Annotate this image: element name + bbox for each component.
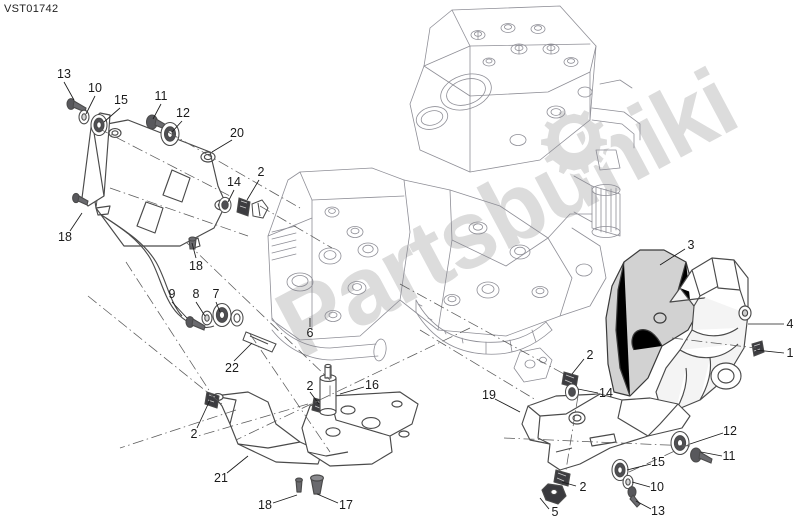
engine-assembly [267,5,641,383]
leader-line-8 [195,301,206,317]
leader-line-9 [171,301,188,319]
leader-line-5 [539,497,550,510]
callout-number-20[interactable]: 20 [230,126,244,140]
callout-number-4[interactable]: 4 [786,317,794,331]
callout-number-18[interactable]: 18 [258,498,272,512]
callout-number-6[interactable]: 6 [306,326,314,340]
callout-number-11[interactable]: 11 [154,89,168,103]
callout-number-1[interactable]: 1 [786,346,794,360]
callout-number-14[interactable]: 14 [599,386,613,400]
callout-number-10[interactable]: 10 [88,81,102,95]
callout-number-2[interactable]: 2 [257,165,265,179]
leader-line-14 [227,189,235,203]
leader-line-20 [211,139,233,153]
leader-line-18 [69,212,83,232]
leader-line-10 [631,481,651,488]
leader-line-15 [626,463,652,471]
leader-line-10 [85,95,96,115]
callout-number-2[interactable]: 2 [190,427,198,441]
leader-line-22 [233,342,253,362]
leader-line-18 [272,494,298,504]
callout-number-7[interactable]: 7 [212,287,220,301]
callout-number-15[interactable]: 15 [651,455,665,469]
callout-number-3[interactable]: 3 [687,238,695,252]
leader-line-7 [215,301,221,313]
gear-icon [539,107,609,177]
leader-line-21 [226,455,249,474]
leader-line-13 [63,81,75,101]
callout-number-11[interactable]: 11 [722,449,736,463]
leader-line-12 [171,120,183,133]
callout-number-2[interactable]: 2 [306,379,314,393]
clip-and-grommet-right [561,371,579,401]
leader-line-19 [494,398,521,413]
leader-line-16 [339,386,365,395]
fastener-group-mid-left [185,302,277,353]
callout-number-17[interactable]: 17 [339,498,353,512]
callout-number-9[interactable]: 9 [168,287,176,301]
lower-left-cover [204,391,323,465]
leader-line-13 [635,500,652,510]
fastener-group-upper-left [66,98,197,250]
callout-number-12[interactable]: 12 [176,106,190,120]
air-intake-cover [655,257,752,411]
drawing-code-label: VST01742 [4,3,59,15]
leader-line-2 [246,179,260,201]
callout-number-21[interactable]: 21 [214,471,228,485]
clip-and-grommet-upper [218,196,269,219]
assembly-axis-lines [87,127,757,473]
callout-number-14[interactable]: 14 [227,175,241,189]
leader-line-14 [577,388,599,394]
callout-number-13[interactable]: 13 [651,504,665,518]
leader-line-2 [196,399,211,429]
leader-line-2 [309,391,320,405]
left-mounting-bracket [81,112,230,329]
leader-line-3 [659,248,686,266]
callout-number-19[interactable]: 19 [482,388,496,402]
callout-number-10[interactable]: 10 [650,480,664,494]
lower-right-cover [521,393,691,505]
leader-line-11 [152,103,162,120]
callout-number-18[interactable]: 18 [58,230,72,244]
callout-number-13[interactable]: 13 [57,67,71,81]
callout-number-2[interactable]: 2 [579,480,587,494]
leader-line-2 [561,481,577,487]
leader-line-11 [700,451,723,457]
callout-number-16[interactable]: 16 [365,378,379,392]
leader-line-12 [689,432,724,445]
lower-centre-plate [295,363,419,495]
leader-line-17 [316,493,339,504]
leader-line-15 [103,107,121,123]
callout-leader-lines [63,81,785,510]
callout-number-8[interactable]: 8 [192,287,200,301]
callout-number-5[interactable]: 5 [551,505,559,519]
fastener-group-lower-right [611,430,713,508]
callout-number-2[interactable]: 2 [586,348,594,362]
callout-number-12[interactable]: 12 [723,424,737,438]
leader-line-2 [571,358,585,375]
leader-line-1 [755,349,785,354]
callout-number-15[interactable]: 15 [114,93,128,107]
callout-number-18[interactable]: 18 [189,259,203,273]
leader-line-18 [191,242,197,259]
retaining-clip-1 [751,340,765,357]
callout-number-22[interactable]: 22 [225,361,239,375]
